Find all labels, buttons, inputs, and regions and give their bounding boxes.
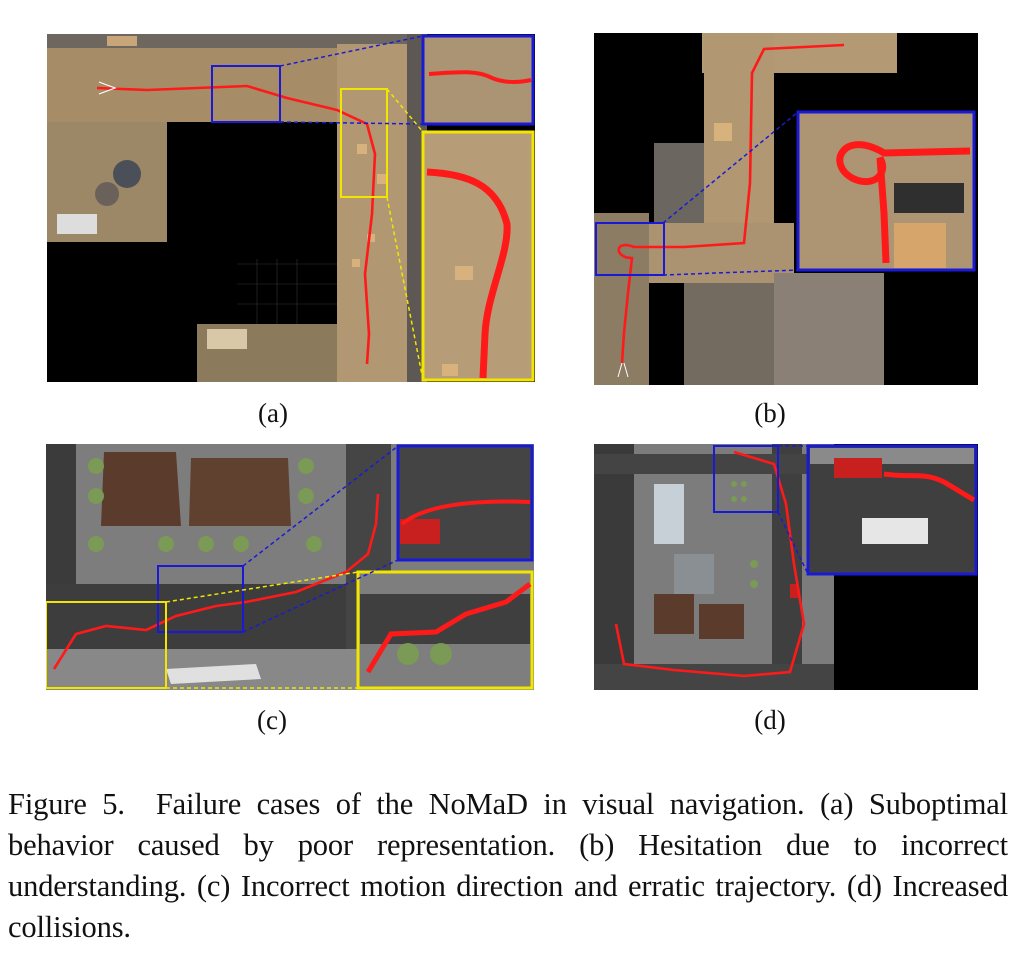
panel-d-image [594,444,978,690]
panel-b-image [594,33,978,385]
panel-c-label: (c) [257,705,287,735]
panel-d-label: (d) [754,705,786,735]
figure-caption: Figure 5. Failure cases of the NoMaD in … [8,784,1008,948]
panel-b-label: (b) [754,398,786,428]
panel-a-label: (a) [258,398,288,428]
figure-caption-text: Failure cases of the NoMaD in visual nav… [8,787,1009,944]
panel-c-image [46,444,534,690]
panel-a-image [47,34,535,382]
figure-number: Figure 5. [8,787,125,821]
